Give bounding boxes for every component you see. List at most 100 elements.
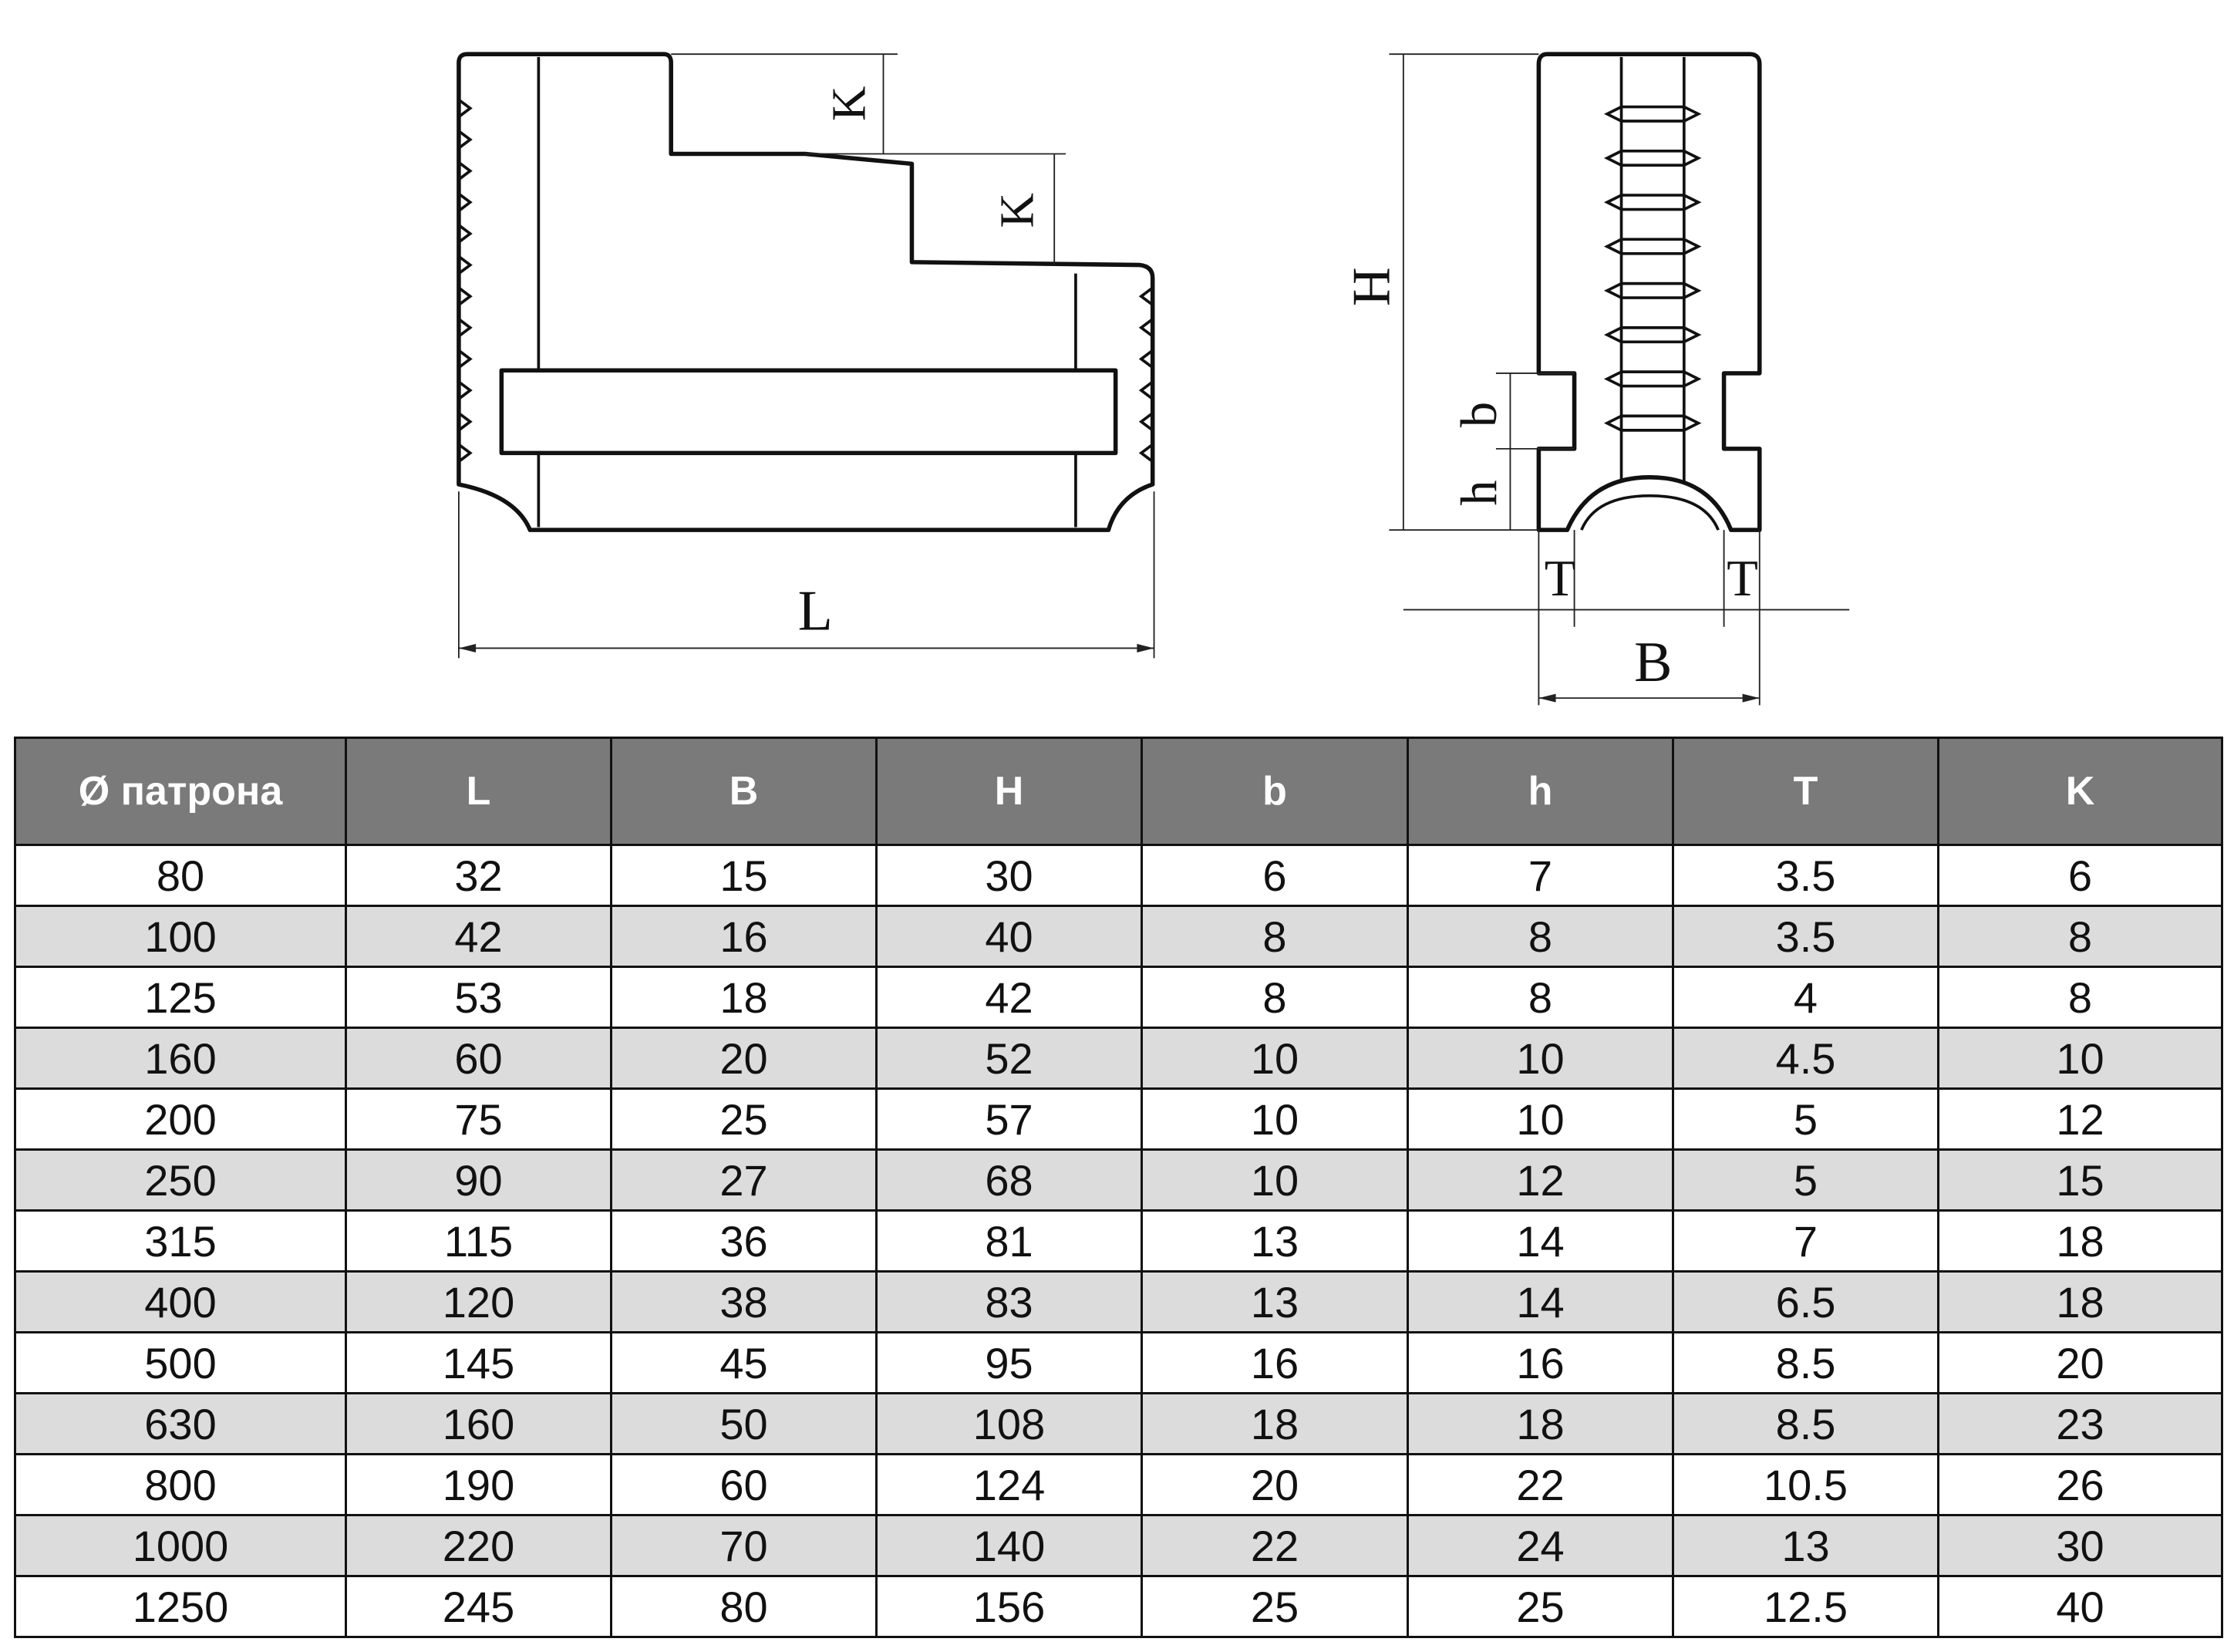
table-cell: 13: [1672, 1514, 1939, 1577]
table-cell: 10: [1141, 1087, 1409, 1151]
table-cell: 10: [1141, 1027, 1409, 1090]
table-cell: 7: [1672, 1209, 1939, 1273]
table-cell: 16: [1141, 1331, 1409, 1394]
table-cell: 3.5: [1672, 844, 1939, 907]
table-cell: 100: [14, 905, 347, 968]
table-cell: 26: [1937, 1453, 2223, 1516]
table-cell: 45: [610, 1331, 878, 1394]
table-cell: 800: [14, 1453, 347, 1516]
table-cell: 3.5: [1672, 905, 1939, 968]
table-cell: 8: [1937, 905, 2223, 968]
table-cell: 20: [610, 1027, 878, 1090]
table-cell: 8.5: [1672, 1392, 1939, 1455]
table-cell: 8: [1407, 966, 1674, 1029]
table-cell: 8.5: [1672, 1331, 1939, 1394]
column-header: h: [1407, 737, 1674, 846]
table-cell: 30: [1937, 1514, 2223, 1577]
table-cell: 90: [345, 1148, 612, 1212]
dim-label-L: L: [798, 578, 833, 642]
column-header: Ø патрона: [14, 737, 347, 846]
jaw-side-view: L K K: [457, 52, 1155, 659]
table-cell: 8: [1407, 905, 1674, 968]
table-cell: 32: [345, 844, 612, 907]
serration: [1138, 286, 1154, 306]
serration: [1138, 443, 1154, 463]
column-header: H: [875, 737, 1143, 846]
serration: [1138, 412, 1154, 432]
table-cell: 22: [1407, 1453, 1674, 1516]
serration: [457, 380, 473, 400]
table-cell: 50: [610, 1392, 878, 1455]
column-header: B: [610, 737, 878, 846]
serration: [1138, 318, 1154, 338]
table-cell: 6: [1937, 844, 2223, 907]
table-cell: 60: [345, 1027, 612, 1090]
table-cell: 75: [345, 1087, 612, 1151]
table-cell: 52: [875, 1027, 1143, 1090]
table-cell: 57: [875, 1087, 1143, 1151]
dim-label-H: H: [1341, 267, 1401, 306]
table-cell: 16: [610, 905, 878, 968]
table-cell: 250: [14, 1148, 347, 1212]
screw-thread: [1603, 194, 1702, 211]
table-cell: 80: [14, 844, 347, 907]
column-header: K: [1937, 737, 2223, 846]
table-cell: 10: [1141, 1148, 1409, 1212]
table-cell: 160: [14, 1027, 347, 1090]
screw-thread: [1603, 105, 1702, 123]
screw-thread: [1603, 149, 1702, 167]
table-cell: 83: [875, 1270, 1143, 1333]
table-cell: 12.5: [1672, 1575, 1939, 1638]
table-cell: 95: [875, 1331, 1143, 1394]
table-cell: 500: [14, 1331, 347, 1394]
dim-label-h: h: [1451, 480, 1508, 506]
table-cell: 15: [1937, 1148, 2223, 1212]
table-cell: 8: [1937, 966, 2223, 1029]
table-cell: 18: [1937, 1209, 2223, 1273]
serration: [457, 130, 473, 150]
table-cell: 38: [610, 1270, 878, 1333]
table-cell: 220: [345, 1514, 612, 1577]
table-cell: 8: [1141, 966, 1409, 1029]
dim-label-K-lower: K: [989, 193, 1043, 228]
table-cell: 125: [14, 966, 347, 1029]
serration: [457, 286, 473, 306]
table-cell: 6: [1141, 844, 1409, 907]
table-cell: 315: [14, 1209, 347, 1273]
table-cell: 42: [875, 966, 1143, 1029]
serration: [457, 318, 473, 338]
table-cell: 160: [345, 1392, 612, 1455]
table-cell: 53: [345, 966, 612, 1029]
table-cell: 245: [345, 1575, 612, 1638]
table-cell: 108: [875, 1392, 1143, 1455]
screw-thread: [1603, 238, 1702, 255]
table-cell: 15: [610, 844, 878, 907]
table-cell: 68: [875, 1148, 1143, 1212]
dim-label-b: b: [1451, 402, 1508, 427]
table-cell: 23: [1937, 1392, 2223, 1455]
serration: [457, 224, 473, 244]
table-cell: 16: [1407, 1331, 1674, 1394]
table-cell: 40: [1937, 1575, 2223, 1638]
table-cell: 25: [610, 1087, 878, 1151]
table-cell: 42: [345, 905, 612, 968]
table-cell: 18: [1407, 1392, 1674, 1455]
dim-label-T-left: T: [1545, 551, 1576, 607]
table-cell: 27: [610, 1148, 878, 1212]
table-cell: 25: [1407, 1575, 1674, 1638]
table-cell: 10: [1407, 1027, 1674, 1090]
table-cell: 140: [875, 1514, 1143, 1577]
table-cell: 5: [1672, 1148, 1939, 1212]
serration: [1138, 380, 1154, 400]
table-cell: 18: [610, 966, 878, 1029]
table-cell: 20: [1141, 1453, 1409, 1516]
